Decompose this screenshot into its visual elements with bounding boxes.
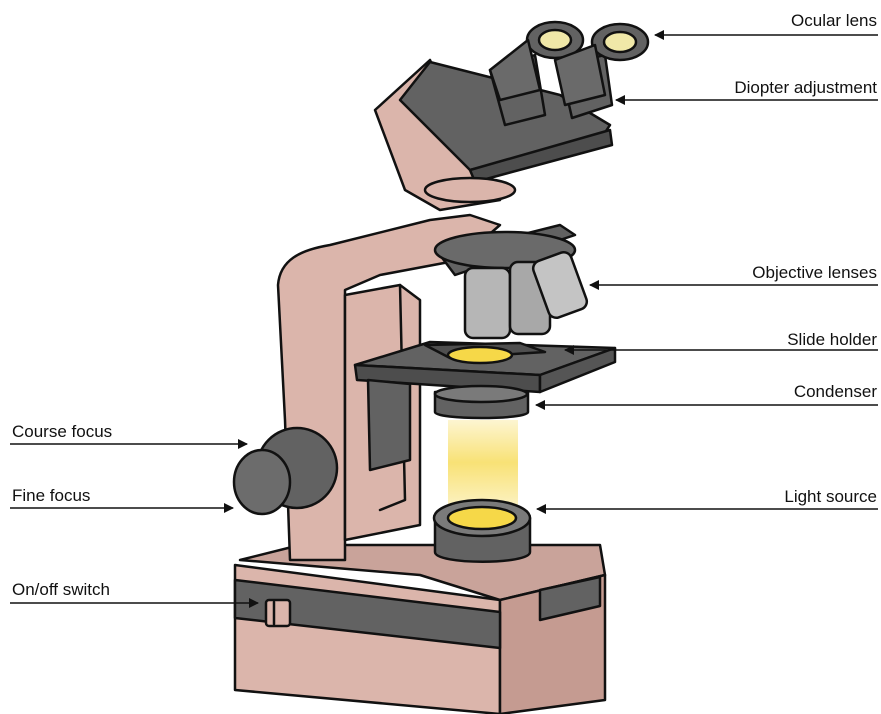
label-slide-holder: Slide holder bbox=[787, 330, 877, 350]
label-course-focus: Course focus bbox=[12, 422, 112, 442]
label-ocular-lens: Ocular lens bbox=[791, 11, 877, 31]
base bbox=[235, 545, 605, 714]
label-condenser: Condenser bbox=[794, 382, 877, 402]
label-diopter-adjustment: Diopter adjustment bbox=[734, 78, 877, 98]
label-fine-focus: Fine focus bbox=[12, 486, 90, 506]
slide bbox=[448, 347, 512, 363]
label-light-source: Light source bbox=[784, 487, 877, 507]
light-source bbox=[434, 500, 530, 562]
condenser bbox=[435, 386, 528, 418]
light-beam bbox=[448, 420, 518, 505]
switch bbox=[266, 600, 290, 626]
focus-knobs bbox=[234, 428, 337, 514]
label-onoff-switch: On/off switch bbox=[12, 580, 110, 600]
eyepieces bbox=[490, 22, 648, 125]
label-objective-lenses: Objective lenses bbox=[752, 263, 877, 283]
